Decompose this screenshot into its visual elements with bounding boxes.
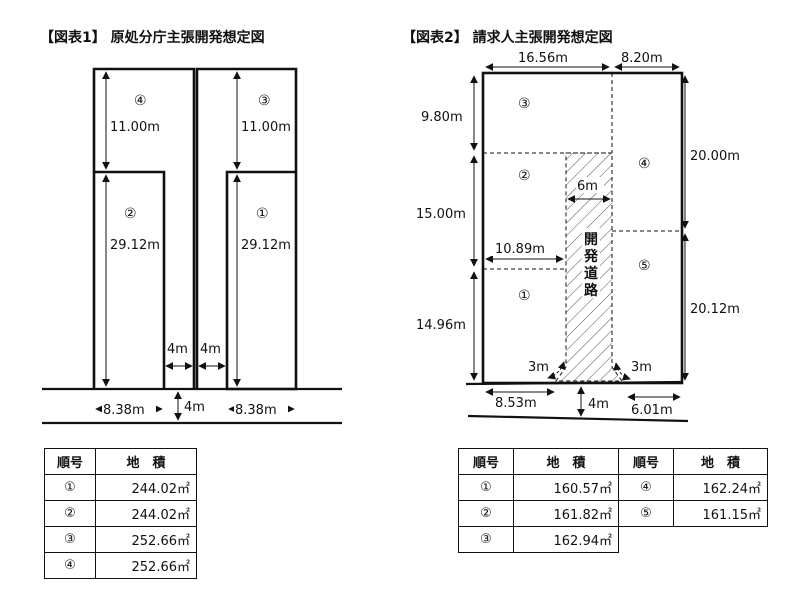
fig1-area-table: 順号 地 積 ① 244.02㎡ ② 244.02㎡ ③ 252.66㎡ ④ 2… — [44, 448, 197, 579]
fig1-lot-no: ② — [124, 206, 137, 222]
table-cell: 252.66㎡ — [95, 526, 197, 553]
table-header: 順号 — [44, 448, 96, 475]
table-cell: ② — [44, 500, 96, 527]
fig1-road-right-label: 4m — [200, 342, 221, 357]
table-cell-empty — [619, 527, 674, 553]
fig2-dim-label: 20.12m — [690, 302, 740, 317]
table-cell: ③ — [44, 526, 96, 553]
fig2-lot-no: ④ — [638, 156, 651, 172]
fig1-title: 【図表1】 原処分庁主張開発想定図 — [40, 30, 265, 46]
fig2-lot-no: ⑤ — [638, 258, 651, 274]
fig1-depth-label: 11.00m — [241, 120, 291, 135]
fig2-lot-no: ① — [518, 288, 531, 304]
table-row: ① 160.57㎡ ④ 162.24㎡ — [458, 474, 768, 501]
fig2-dim-label: 9.80m — [421, 110, 463, 125]
fig2-dim-corner-left — [547, 361, 566, 380]
fig1-road-left-label: 4m — [167, 342, 188, 357]
fig2-area-table: 順号 地 積 順号 地 積 ① 160.57㎡ ④ 162.24㎡ ② 161.… — [458, 448, 768, 553]
table-header: 地 積 — [513, 448, 619, 475]
fig2-dim-label: 14.96m — [416, 318, 466, 333]
table-row: ③ 162.94㎡ — [458, 526, 768, 553]
table-cell: 244.02㎡ — [95, 500, 197, 527]
table-cell: ③ — [458, 526, 514, 553]
table-cell: 244.02㎡ — [95, 474, 197, 501]
fig2-dim-label: 3m — [528, 360, 549, 375]
fig1-depth-label: 29.12m — [110, 238, 160, 253]
fig2-labels: ③ ② ① ④ ⑤ 16.56m 8.20m 9.80m 15.00m 14.9… — [416, 51, 740, 418]
fig1-lot-outline-left — [92, 67, 196, 389]
fig1-labels: ④ ③ ② ① 11.00m 11.00m 29.12m 29.12m 4m 4… — [102, 93, 292, 418]
fig2-lot-no: ② — [518, 168, 531, 184]
fig1-depth-label: 29.12m — [241, 238, 291, 253]
table-cell: ④ — [44, 552, 96, 579]
table-cell: ① — [458, 474, 514, 501]
fig2-road-line-bottom — [467, 414, 689, 423]
fig2-dim-label: 8.53m — [495, 396, 537, 411]
table-row: ④ 252.66㎡ — [44, 552, 197, 579]
table-cell: 162.24㎡ — [673, 474, 768, 501]
fig2-dim-corner-right — [613, 362, 631, 381]
table-header: 順号 — [458, 448, 514, 475]
table-cell: ① — [44, 474, 96, 501]
table-row: ② 244.02㎡ — [44, 500, 197, 527]
table-cell: 161.82㎡ — [513, 500, 619, 527]
fig2-dim-label: 3m — [631, 360, 652, 375]
table-header: 順号 — [618, 448, 674, 475]
fig2-dim-label: 16.56m — [518, 51, 568, 66]
table-row: ② 161.82㎡ ⑤ 161.15㎡ — [458, 500, 768, 527]
table-header-row: 順号 地 積 — [44, 448, 197, 475]
fig2-dim-label: 15.00m — [416, 207, 466, 222]
table-row: ③ 252.66㎡ — [44, 526, 197, 553]
table-cell: ⑤ — [618, 500, 674, 527]
table-cell: 252.66㎡ — [95, 552, 197, 579]
fig2-road-label: 開発道路 — [583, 232, 599, 299]
table-cell: 161.15㎡ — [673, 500, 768, 527]
fig2-dim-label: 4m — [588, 397, 609, 412]
table-header-row: 順号 地 積 順号 地 積 — [458, 448, 768, 475]
fig2-lot-no: ③ — [518, 96, 531, 112]
table-cell: 162.94㎡ — [513, 526, 619, 553]
table-cell-empty — [674, 527, 768, 553]
fig2-dim-label: 10.89m — [495, 242, 545, 257]
table-cell: 160.57㎡ — [513, 474, 619, 501]
fig1-lot-no: ① — [256, 206, 269, 222]
fig2-dim-label: 6.01m — [631, 403, 673, 418]
table-header: 地 積 — [673, 448, 768, 475]
fig2-title: 【図表2】 請求人主張開発想定図 — [402, 30, 613, 46]
fig1-lot-outline-right — [195, 67, 298, 391]
fig1-diagram — [42, 67, 342, 425]
table-cell: ④ — [618, 474, 674, 501]
fig1-frontage-left-label: 8.38m — [103, 403, 145, 418]
fig2-road-line-top — [465, 380, 683, 386]
fig1-road-width-label: 4m — [184, 400, 205, 415]
fig2-dim-label: 8.20m — [621, 51, 663, 66]
table-header: 地 積 — [95, 448, 197, 475]
fig2-dim-label: 20.00m — [690, 149, 740, 164]
fig2-dim-label: 6m — [577, 179, 598, 194]
fig1-lot-no: ③ — [258, 93, 271, 109]
fig1-depth-label: 11.00m — [110, 120, 160, 135]
table-row: ① 244.02㎡ — [44, 474, 197, 501]
table-cell: ② — [458, 500, 514, 527]
fig1-lot-no: ④ — [134, 93, 147, 109]
fig1-frontage-right-label: 8.38m — [235, 403, 277, 418]
